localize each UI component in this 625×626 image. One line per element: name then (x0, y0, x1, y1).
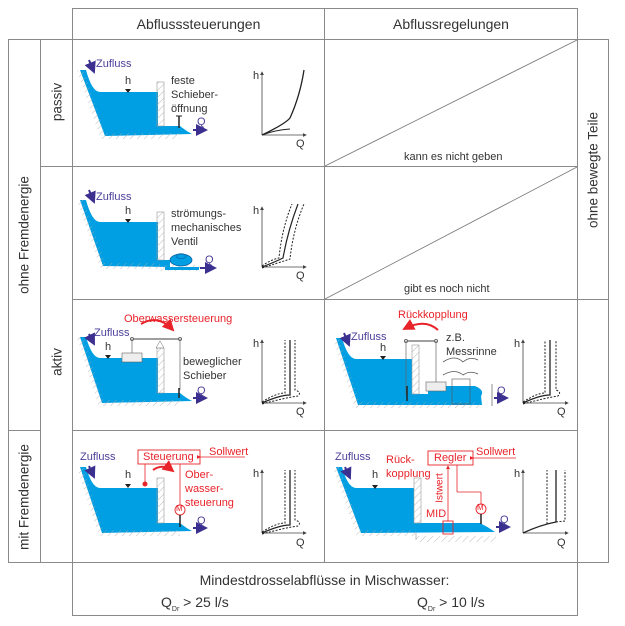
tank-active-control (77, 318, 192, 406)
chart-axis-h: h (253, 468, 260, 480)
footer-q-sub: Dr (171, 605, 180, 613)
hq-chart-passive (260, 69, 307, 137)
level-label: h (372, 469, 379, 481)
chart-axis-q: Q (557, 537, 566, 549)
inflow-arrow-icon (84, 465, 96, 479)
strike-line-passive-regulation (324, 39, 578, 167)
level-label: h (125, 205, 132, 217)
chart-axis-h: h (253, 338, 260, 350)
footer-title: Mindestdrosselabflüsse in Mischwasser: (199, 572, 450, 588)
level-label: h (125, 75, 132, 87)
column-header-regulation-label: Abflussregelungen (393, 16, 509, 32)
desc-line: feste (171, 75, 195, 87)
hq-chart-powered-control (260, 469, 307, 535)
footer-q-symbol: Q (161, 594, 172, 610)
desc-line: Messrinne (446, 346, 497, 358)
mid-label: MID (426, 508, 447, 520)
tank-powered-regulation (333, 450, 516, 542)
hq-chart-active-control (260, 339, 307, 405)
motor-label: M (176, 504, 183, 513)
inflow-arrow-icon (340, 466, 352, 480)
chart-axis-q: Q (296, 138, 305, 150)
controller-label: Regler (434, 452, 467, 464)
tank-valve (77, 199, 200, 271)
tank-powered-control (77, 449, 245, 536)
chart-axis-q: Q (296, 270, 305, 282)
desc-line: Schieber (183, 370, 227, 382)
footer-min-flow-regulation: QDr > 10 l/s (417, 594, 485, 613)
tank-active-regulation (333, 319, 493, 408)
feedback-line: kopplung (386, 468, 431, 480)
chart-axis-h: h (253, 205, 260, 217)
motor-label: M (477, 503, 484, 512)
setpoint-label: Sollwert (209, 446, 249, 458)
outflow-label: Q (197, 515, 206, 527)
title-upstream-control: Oberwassersteuerung (124, 313, 233, 325)
desc-line: wasser- (185, 483, 224, 495)
inflow-label: Zufluss (94, 327, 130, 339)
note-impossible: kann es nicht geben (404, 151, 503, 163)
footer-min-flow-control: QDr > 25 l/s (161, 594, 229, 613)
inflow-label: Zufluss (96, 58, 132, 70)
footer-q-sub: Dr (427, 605, 436, 613)
note-not-yet: gibt es noch nicht (404, 283, 490, 295)
tank-passive (77, 69, 192, 139)
chart-axis-q: Q (296, 406, 305, 418)
footer-q-value: > 25 l/s (179, 594, 229, 610)
inflow-arrow-icon (84, 189, 96, 204)
feedback-line: Rück- (386, 454, 415, 466)
footer-box (72, 562, 578, 616)
chart-axis-h: h (253, 70, 260, 82)
outflow-label: Q (205, 254, 214, 266)
desc-line: beweglicher (183, 356, 242, 368)
inflow-label: Zufluss (351, 331, 387, 343)
footer-q-symbol: Q (417, 594, 428, 610)
valve-icon (169, 253, 193, 267)
chart-axis-h: h (514, 338, 521, 350)
inflow-arrow-icon (339, 332, 351, 347)
desc-line: mechanisches (171, 222, 242, 234)
controller-label: Steuerung (143, 451, 194, 463)
actual-value-label: Istwert (434, 473, 446, 503)
desc-line: strömungs- (171, 208, 227, 220)
chart-axis-q: Q (296, 537, 305, 549)
inflow-label: Zufluss (335, 451, 371, 463)
outflow-label: Q (497, 385, 506, 397)
hq-chart-powered-regulation (521, 469, 569, 535)
desc-line: steuerung (185, 497, 234, 509)
hq-chart-active-regulation (521, 339, 569, 405)
setpoint-label: Sollwert (476, 446, 516, 458)
desc-line: z.B. (446, 332, 465, 344)
level-label: h (125, 469, 132, 481)
level-label: h (105, 341, 112, 353)
outflow-label: Q (197, 385, 206, 397)
desc-line: Ober- (185, 469, 214, 481)
inflow-arrow-icon (84, 332, 95, 346)
hq-chart-valve (260, 203, 307, 269)
chart-axis-h: h (514, 468, 521, 480)
outflow-label: Q (500, 514, 509, 526)
desc-line: Ventil (171, 236, 198, 248)
title-feedback: Rückkopplung (398, 309, 468, 321)
inflow-label: Zufluss (96, 191, 132, 203)
desc-line: Schieber- (171, 89, 219, 101)
footer-q-value: > 10 l/s (435, 594, 485, 610)
column-header-control-label: Abflusssteuerungen (136, 16, 261, 32)
inflow-label: Zufluss (80, 451, 116, 463)
strike-line-valve-regulation (324, 166, 578, 300)
desc-line: öffnung (171, 103, 208, 115)
level-label: h (380, 342, 387, 354)
inflow-arrow-icon (84, 59, 96, 74)
outflow-label: Q (197, 116, 206, 128)
chart-axis-q: Q (557, 406, 566, 418)
